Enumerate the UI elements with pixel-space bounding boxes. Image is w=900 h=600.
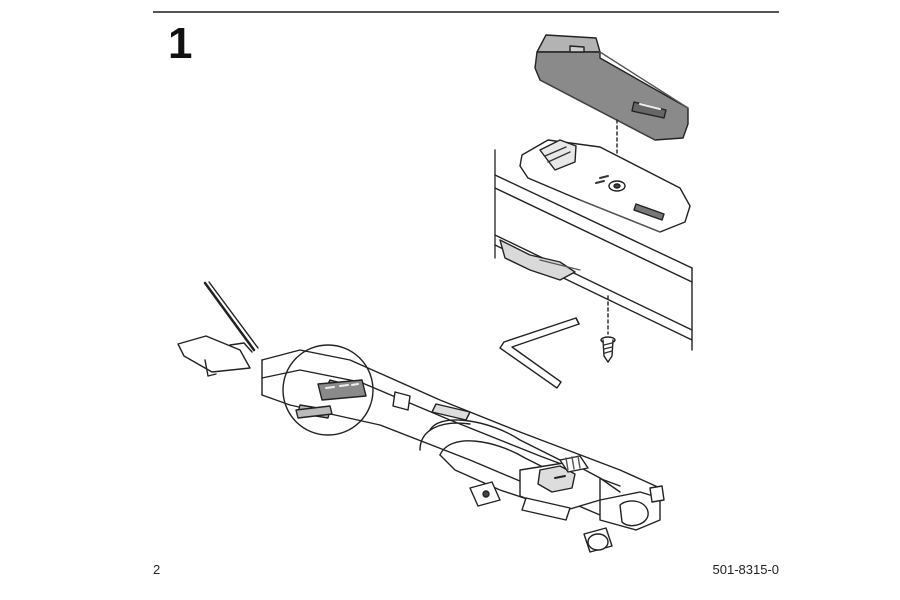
mounting-bracket-icon	[519, 139, 691, 233]
detail-magnifier-icon	[282, 344, 374, 436]
crossbar-icon	[494, 149, 693, 351]
hex-key-icon	[499, 317, 580, 389]
top-rule	[153, 11, 779, 13]
page-number: 2	[153, 562, 161, 577]
bike-carrier-icon	[177, 281, 665, 553]
step-number: 1	[168, 19, 193, 68]
document-code: 501-8315-0	[712, 562, 780, 577]
screw-icon	[600, 336, 616, 363]
top-cap-icon	[534, 34, 689, 141]
